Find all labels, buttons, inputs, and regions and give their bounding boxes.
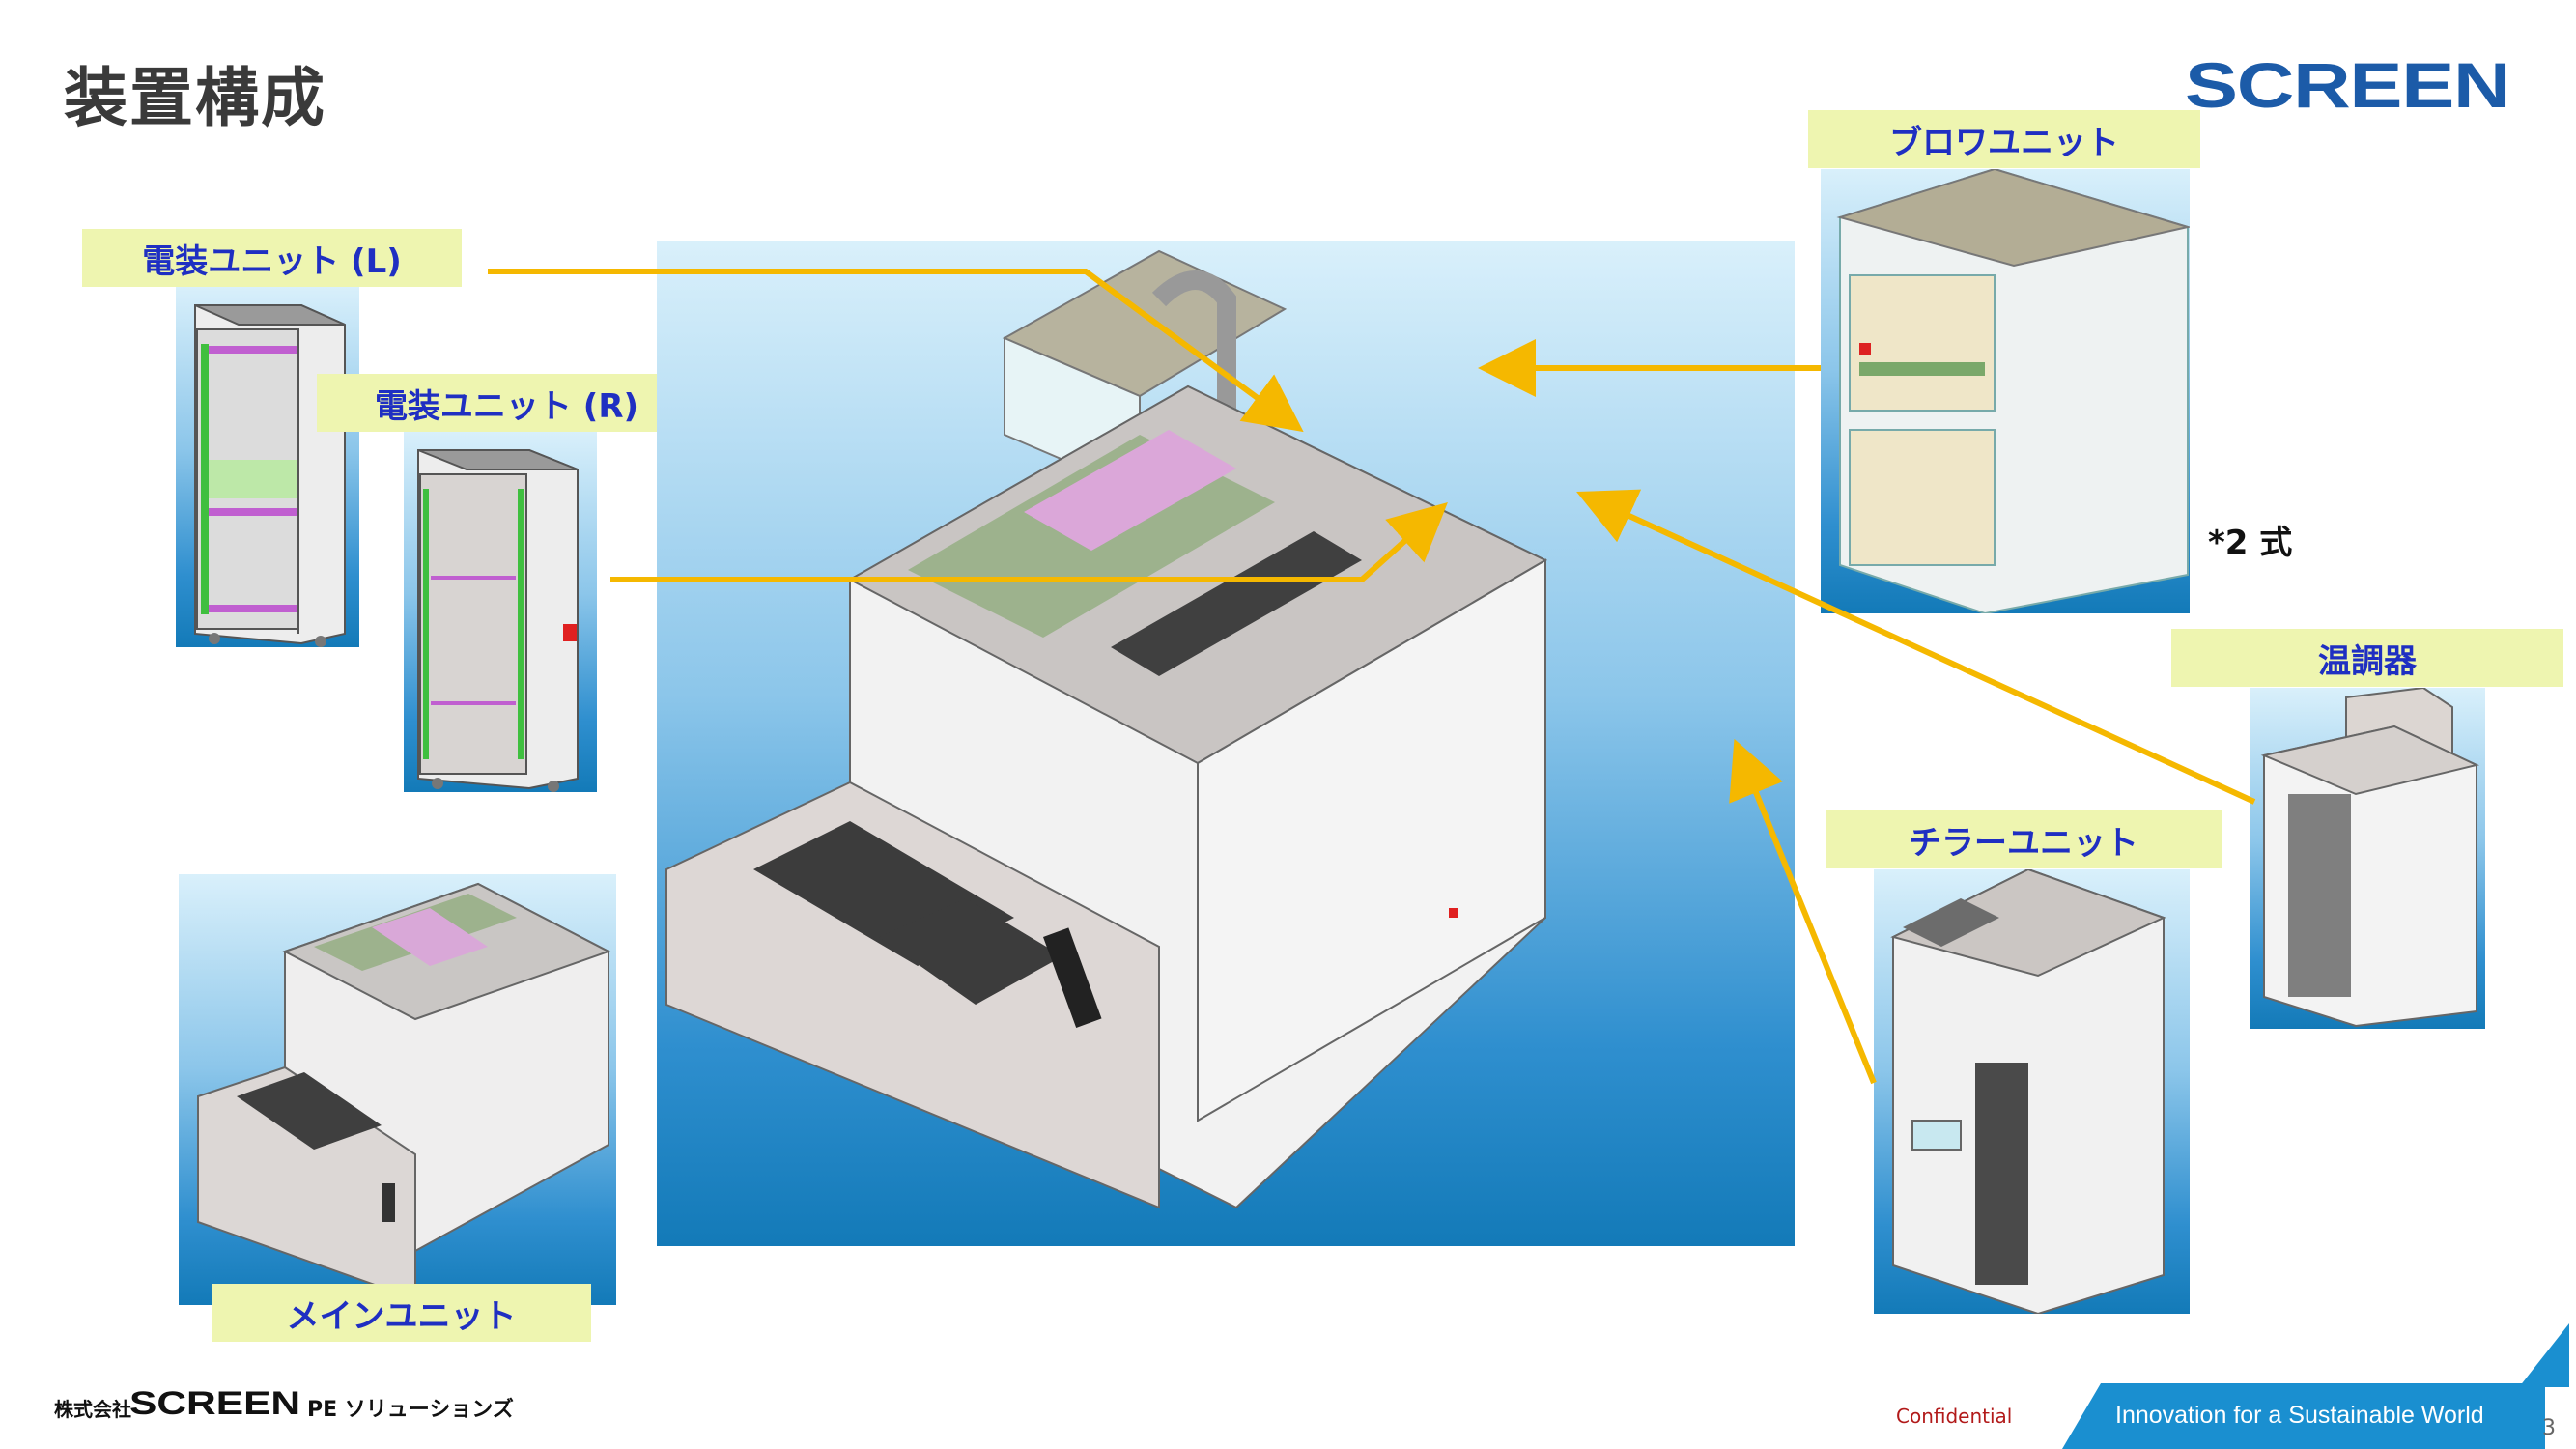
confidential-label: Confidential	[1896, 1405, 2013, 1428]
page-title: 装置構成	[64, 61, 326, 135]
blower-unit-label: ブロワユニット	[1808, 110, 2200, 168]
temp-controller-illustration	[2260, 688, 2480, 1028]
chiller-unit-illustration	[1890, 869, 2166, 1314]
system-overview-illustration	[665, 249, 1548, 1209]
electrical-unit-left-image	[176, 286, 359, 647]
system-overview-image	[657, 242, 1795, 1246]
electrical-cabinet-right-illustration	[417, 449, 579, 792]
electrical-unit-left-label: 電装ユニット (L)	[82, 229, 462, 287]
chiller-unit-image	[1874, 869, 2190, 1314]
electrical-cabinet-left-illustration	[194, 304, 346, 647]
temp-controller-image	[2250, 688, 2485, 1029]
footer-company-logo: SCREEN	[129, 1385, 301, 1422]
screen-logo: SCREEN	[2185, 49, 2511, 121]
electrical-unit-right-label: 電装ユニット (R)	[317, 374, 696, 432]
main-unit-small-illustration	[197, 882, 611, 1301]
main-unit-image	[179, 874, 616, 1305]
electrical-unit-right-image	[404, 431, 597, 792]
quantity-note: *2 式	[2208, 524, 2293, 562]
blower-unit-image	[1821, 169, 2190, 613]
slogan-text: Innovation for a Sustainable World	[2115, 1402, 2484, 1429]
footer-company-suffix: PE ソリューションズ	[307, 1398, 514, 1422]
corner-accent-shape	[2519, 1323, 2569, 1387]
main-unit-label: メインユニット	[212, 1284, 591, 1342]
slogan-banner	[2062, 1383, 2545, 1449]
chiller-unit-label: チラーユニット	[1826, 810, 2222, 868]
page-number: 3	[2542, 1416, 2556, 1440]
blower-unit-illustration	[1836, 169, 2190, 613]
temp-controller-label: 温調器	[2171, 629, 2563, 687]
footer-company-prefix: 株式会社	[54, 1398, 131, 1421]
